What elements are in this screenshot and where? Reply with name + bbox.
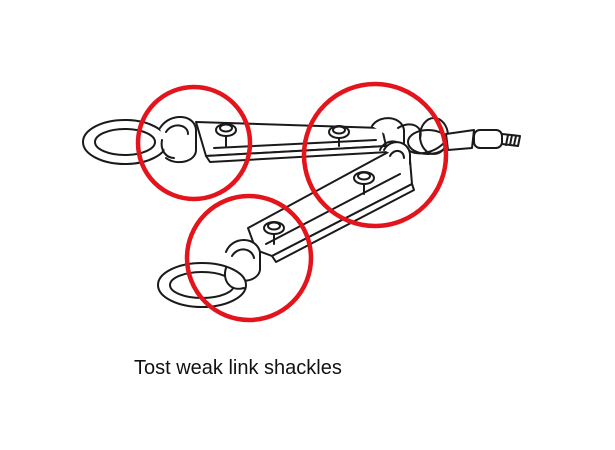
lower-strap-plate xyxy=(247,149,415,263)
cable-fitting xyxy=(445,129,521,151)
lower-strap-bolt-right xyxy=(353,171,375,195)
highlight-circle-upper-left-shackle xyxy=(135,84,253,202)
highlight-circles xyxy=(135,81,449,323)
upper-weak-link-assembly xyxy=(82,116,521,165)
upper-left-shackle xyxy=(159,116,197,164)
upper-strap-bolt-right xyxy=(328,125,350,147)
right-shackle-cluster xyxy=(371,117,449,155)
lower-strap-top-shackle xyxy=(383,141,411,165)
highlight-circle-right-shackles xyxy=(301,81,449,229)
upper-strap-bolt-left xyxy=(215,123,237,147)
lower-strap-bolt-left xyxy=(263,221,285,245)
figure-caption: Tost weak link shackles xyxy=(134,357,342,379)
upper-left-tow-ring xyxy=(82,119,168,165)
highlight-circle-lower-left-shackle xyxy=(184,193,314,323)
lower-left-shackle-front xyxy=(224,267,245,290)
